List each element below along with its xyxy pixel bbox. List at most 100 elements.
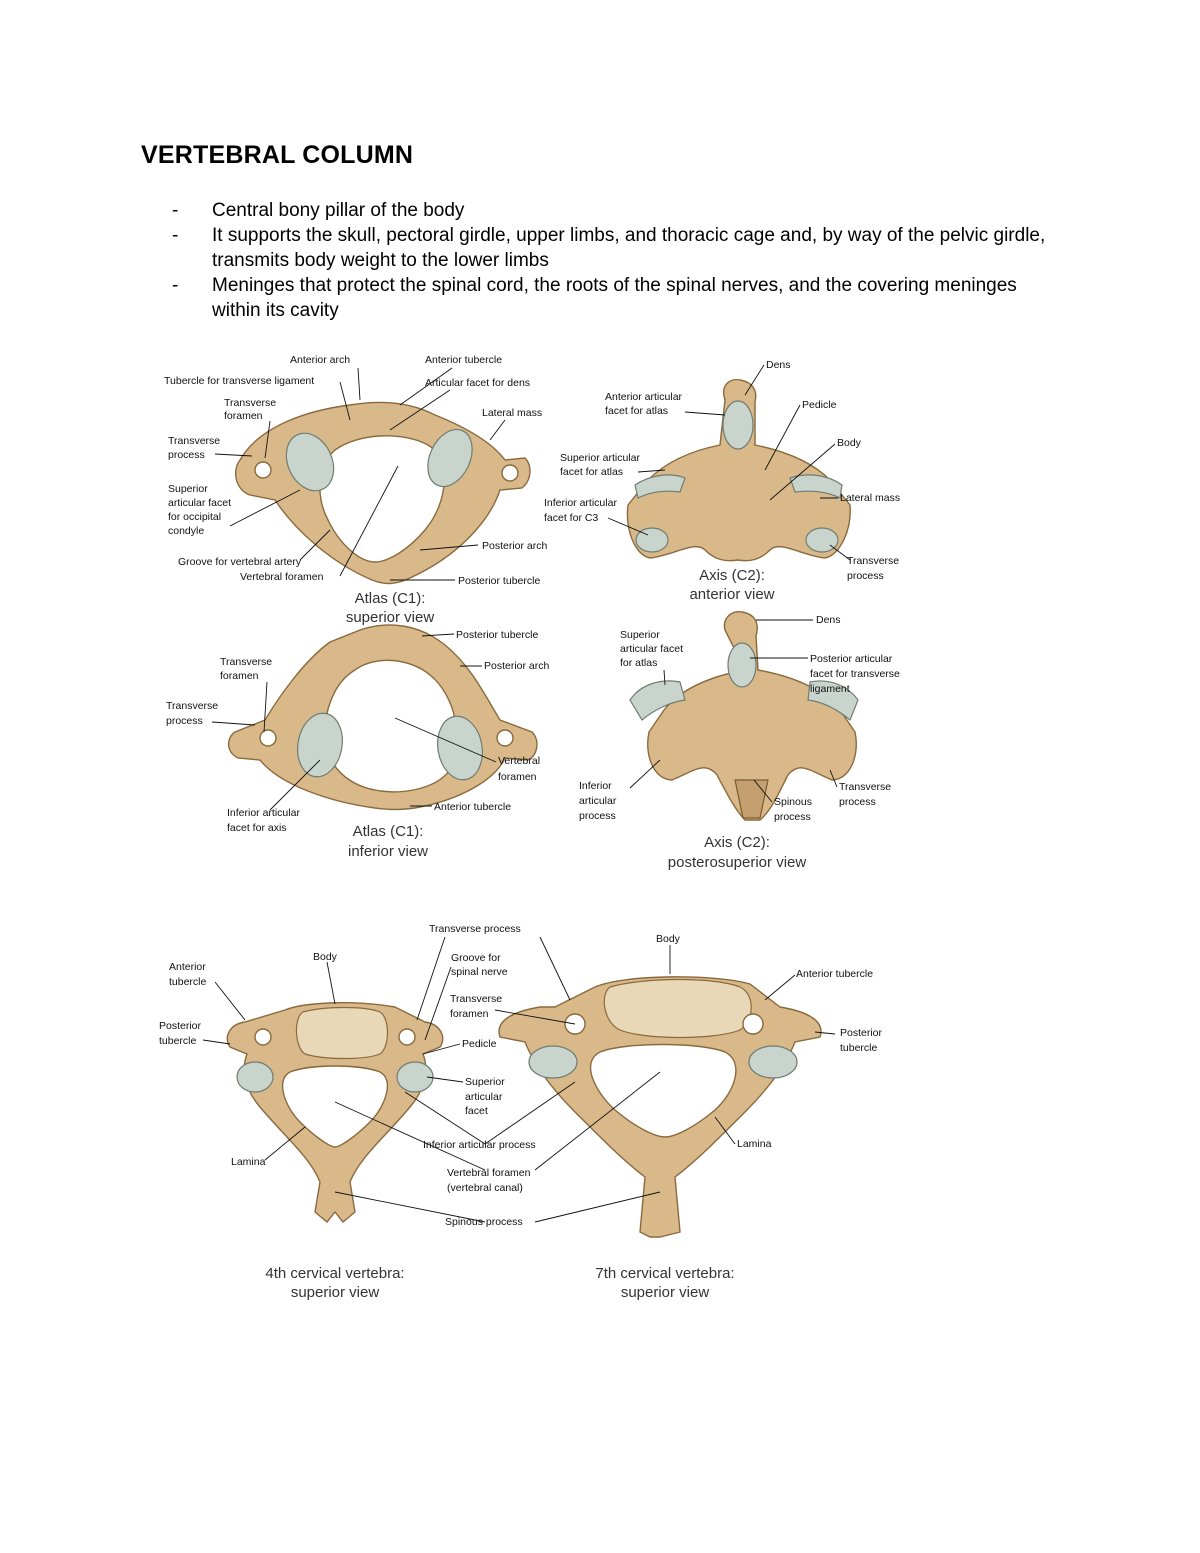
label-dens: Dens	[766, 359, 791, 371]
label-transverse-process: Transverse	[168, 435, 220, 447]
label-superior-facet: for atlas	[620, 657, 657, 669]
caption-c7: 7th cervical vertebra:	[595, 1265, 734, 1282]
label-superior-facet: articular	[465, 1091, 503, 1103]
label-superior-facet: Superior	[465, 1076, 505, 1088]
bullet-item: - Central bony pillar of the body	[172, 198, 1052, 223]
label-transverse-foramen: foramen	[224, 410, 263, 422]
label-anterior-facet: facet for atlas	[605, 405, 668, 417]
label-spinous-process: process	[774, 811, 811, 823]
label-transverse-foramen: Transverse	[220, 656, 272, 668]
cervical-vertebrae-figure: Anterior tubercle Body Transverse proces…	[159, 923, 883, 1301]
label-body-c7: Body	[656, 933, 681, 945]
label-anterior-tubercle: tubercle	[169, 976, 207, 988]
label-superior-facet: facet for atlas	[560, 466, 623, 478]
label-posterior-facet: Posterior articular	[810, 653, 893, 665]
label-pedicle: Pedicle	[802, 399, 837, 411]
label-spinous-process: Spinous	[774, 796, 812, 808]
label-articular-facet-dens: Articular facet for dens	[425, 377, 530, 389]
label-superior-facet: Superior	[168, 483, 208, 495]
caption-axis-anterior: anterior view	[689, 586, 774, 603]
label-body-c4: Body	[313, 951, 338, 963]
atlas-inferior-illustration	[227, 624, 538, 811]
axis-posterosuperior-illustration	[629, 611, 859, 821]
label-vertebral-foramen: Vertebral foramen	[240, 571, 324, 583]
label-inferior-articular-process: Inferior articular process	[423, 1139, 536, 1151]
label-transverse-foramen: Transverse	[224, 397, 276, 409]
label-anterior-tubercle: Anterior tubercle	[434, 801, 511, 813]
c7-illustration	[498, 976, 822, 1238]
bullet-marker: -	[172, 275, 179, 296]
label-posterior-tubercle: tubercle	[159, 1035, 197, 1047]
label-superior-facet: for occipital	[168, 511, 221, 523]
label-inferior-process: articular	[579, 795, 617, 807]
label-posterior-facet: facet for transverse	[810, 668, 900, 680]
caption-atlas-inferior: inferior view	[348, 843, 428, 860]
label-inferior-facet: Inferior articular	[227, 807, 300, 819]
label-anterior-arch: Anterior arch	[290, 354, 350, 366]
caption-atlas-inferior: Atlas (C1):	[353, 823, 424, 840]
cervical-labels: Anterior tubercle Body Transverse proces…	[159, 923, 883, 1301]
label-anterior-tubercle: Anterior	[169, 961, 206, 973]
caption-atlas-superior: superior view	[346, 609, 435, 626]
label-superior-facet: facet	[465, 1105, 488, 1117]
label-transverse-process: Transverse process	[429, 923, 521, 935]
label-posterior-tubercle: Posterior	[159, 1020, 202, 1032]
bullet-item: - It supports the skull, pectoral girdle…	[172, 223, 1052, 273]
caption-axis-posterosuperior: Axis (C2):	[704, 834, 770, 851]
label-posterior-arch: Posterior arch	[482, 540, 548, 552]
label-inferior-facet: Inferior articular	[544, 497, 617, 509]
label-pedicle: Pedicle	[462, 1038, 497, 1050]
label-transverse-process: Transverse	[839, 781, 891, 793]
label-transverse-foramen: Transverse	[450, 993, 502, 1005]
label-posterior-arch: Posterior arch	[484, 660, 550, 672]
label-posterior-tubercle: Posterior tubercle	[458, 575, 540, 587]
label-inferior-process: process	[579, 810, 616, 822]
bullet-list: - Central bony pillar of the body - It s…	[172, 198, 1052, 323]
label-lateral-mass: Lateral mass	[482, 407, 542, 419]
label-lamina-c7: Lamina	[737, 1138, 772, 1150]
atlas-superior-labels: Anterior arch Anterior tubercle Tubercle…	[164, 354, 548, 626]
bullet-marker: -	[172, 225, 179, 246]
label-transverse-process: process	[166, 715, 203, 727]
label-transverse-process: process	[168, 449, 205, 461]
atlas-superior-illustration	[234, 401, 531, 585]
atlas-inferior-labels: Posterior tubercle Posterior arch Transv…	[166, 629, 550, 860]
label-groove-spinal-nerve: spinal nerve	[451, 966, 508, 978]
bullet-item: - Meninges that protect the spinal cord,…	[172, 273, 1052, 323]
caption-axis-posterosuperior: posterosuperior view	[668, 854, 807, 871]
label-superior-facet: articular facet	[168, 497, 231, 509]
label-inferior-facet: facet for axis	[227, 822, 287, 834]
label-vertebral-foramen: (vertebral canal)	[447, 1182, 523, 1194]
label-vertebral-foramen: foramen	[498, 771, 537, 783]
caption-c7: superior view	[621, 1284, 710, 1301]
label-posterior-tubercle-c7: Posterior	[840, 1027, 883, 1039]
bullet-text: Meninges that protect the spinal cord, t…	[212, 275, 1017, 321]
label-anterior-facet: Anterior articular	[605, 391, 683, 403]
bullet-text: It supports the skull, pectoral girdle, …	[212, 225, 1046, 271]
label-lamina-c4: Lamina	[231, 1156, 266, 1168]
c4-illustration	[226, 1002, 444, 1223]
label-posterior-tubercle-c7: tubercle	[840, 1042, 878, 1054]
label-superior-facet: articular facet	[620, 643, 683, 655]
label-posterior-tubercle: Posterior tubercle	[456, 629, 538, 641]
label-vertebral-foramen: Vertebral	[498, 755, 540, 767]
atlas-axis-figure: Anterior arch Anterior tubercle Tubercle…	[164, 354, 900, 871]
axis-anterior-labels: Dens Anterior articular facet for atlas …	[544, 359, 900, 603]
label-transverse-foramen: foramen	[450, 1008, 489, 1020]
label-inferior-facet: facet for C3	[544, 512, 598, 524]
label-groove-vertebral-artery: Groove for vertebral artery	[178, 556, 302, 568]
label-anterior-tubercle-c7: Anterior tubercle	[796, 968, 873, 980]
page-title: VERTEBRAL COLUMN	[141, 141, 414, 169]
bullet-text: Central bony pillar of the body	[212, 200, 465, 221]
label-dens: Dens	[816, 614, 841, 626]
label-transverse-process: process	[847, 570, 884, 582]
label-vertebral-foramen: Vertebral foramen	[447, 1167, 531, 1179]
bullet-marker: -	[172, 200, 179, 221]
label-groove-spinal-nerve: Groove for	[451, 952, 501, 964]
caption-axis-anterior: Axis (C2):	[699, 567, 765, 584]
label-lateral-mass: Lateral mass	[840, 492, 900, 504]
label-superior-facet: Superior articular	[560, 452, 640, 464]
label-transverse-process: Transverse	[166, 700, 218, 712]
label-tubercle-transverse-ligament: Tubercle for transverse ligament	[164, 375, 314, 387]
label-transverse-foramen: foramen	[220, 670, 259, 682]
